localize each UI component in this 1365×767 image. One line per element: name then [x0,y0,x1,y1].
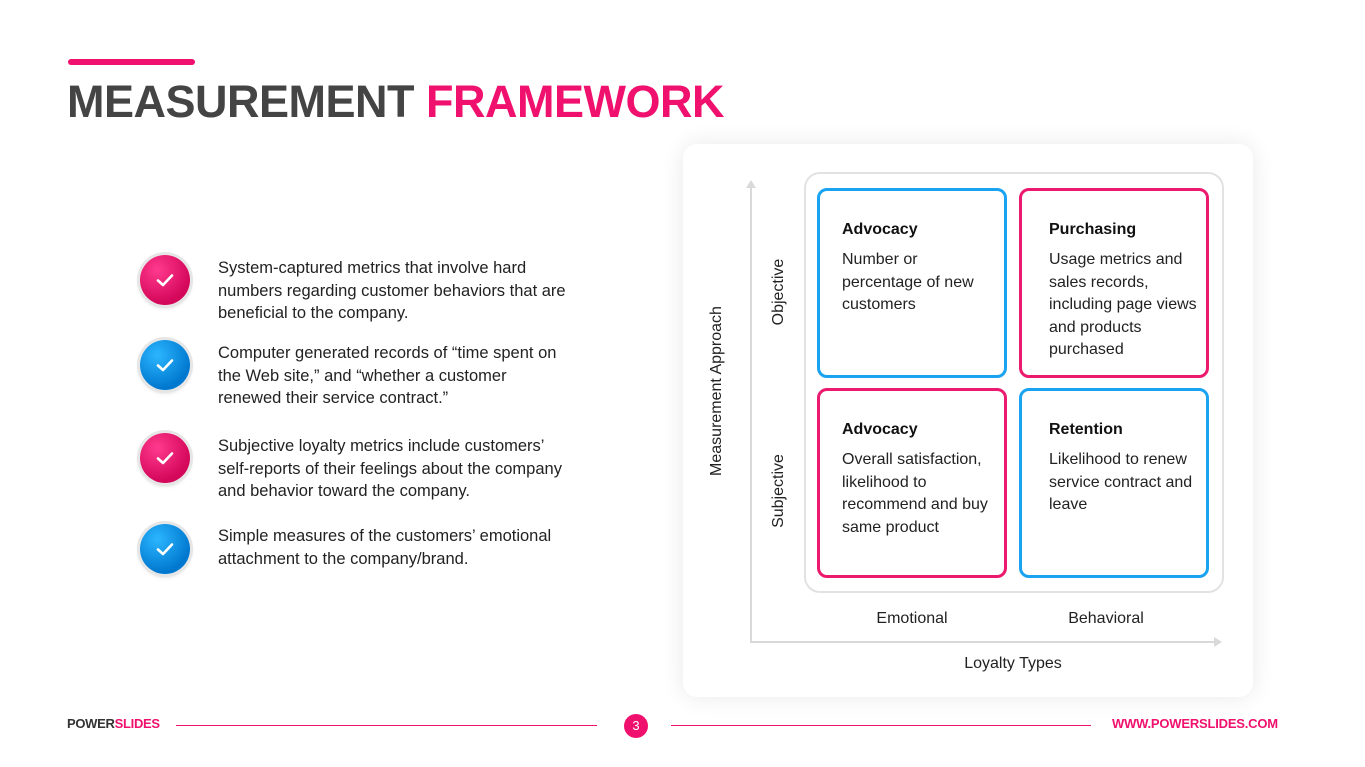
quadrant-text: Usage metrics and sales records, includi… [1049,251,1197,358]
title-accent-bar [68,59,195,65]
footer-divider-left [176,725,597,726]
quadrant-title: Advocacy [842,221,918,238]
column-label-emotional: Emotional [876,610,948,627]
checkmark-icon [140,524,190,574]
brand-part-1: POWER [67,716,115,731]
quadrant-text: Likelihood to renew service contract and… [1049,451,1193,513]
quadrant-objective-behavioral: Purchasing Usage metrics and sales recor… [1019,188,1209,378]
footer-divider-right [671,725,1091,726]
quadrant-subjective-behavioral: Retention Likelihood to renew service co… [1019,388,1209,578]
quadrant-text: Number or percentage of new customers [842,251,974,313]
checkmark-icon [140,340,190,390]
quadrant-title: Advocacy [842,421,918,438]
y-axis-line [750,186,752,641]
quadrant-objective-emotional: Advocacy Number or percentage of new cus… [817,188,1007,378]
page-title: MEASUREMENT FRAMEWORK [67,76,724,128]
checkmark-icon [140,433,190,483]
quadrant-frame [804,172,1224,593]
column-label-behavioral: Behavioral [1068,610,1144,627]
x-axis-arrow-icon [1214,637,1222,647]
y-axis-arrow-icon [746,180,756,188]
quadrant-title: Purchasing [1049,221,1137,238]
row-label-objective: Objective [770,258,787,326]
quadrant-subjective-emotional: Advocacy Overall satisfaction, likelihoo… [817,388,1007,578]
bullet-text: Subjective loyalty metrics include custo… [218,437,562,500]
quadrant-text: Overall satisfaction, likelihood to reco… [842,451,988,536]
brand-part-2: SLIDES [114,716,160,731]
footer-url-link[interactable]: WWW.POWERSLIDES.COM [1112,716,1278,731]
page-number-badge: 3 [624,714,648,738]
bullet-text: Computer generated records of “time spen… [218,344,557,407]
title-part-2: FRAMEWORK [426,76,724,127]
x-axis-line [750,641,1216,643]
bullet-text: Simple measures of the customers’ emotio… [218,527,552,568]
y-axis-label: Measurement Approach [708,306,725,476]
footer-brand: POWERSLIDES [67,716,160,731]
quadrant-title: Retention [1049,421,1123,438]
x-axis-label: Loyalty Types [964,655,1062,672]
bullet-text: System-captured metrics that involve har… [218,259,566,322]
title-part-1: MEASUREMENT [67,76,427,127]
row-label-subjective: Subjective [770,454,787,528]
checkmark-icon [140,255,190,305]
